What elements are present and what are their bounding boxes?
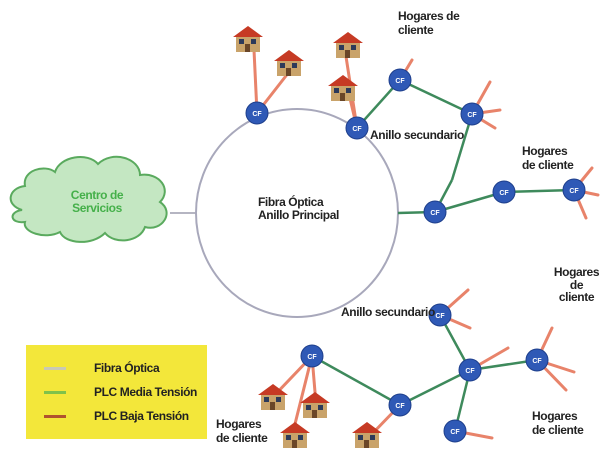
legend-label-medium-voltage: PLC Media Tensión <box>94 385 197 399</box>
main-ring-label-line1: Fibra Óptica <box>258 195 324 209</box>
main-ring-label-line2: Anillo Principal <box>258 208 339 222</box>
secondary-ring-label-bottom: Anillo secundario <box>341 305 435 319</box>
house-icon <box>328 75 358 101</box>
homes-label-bottom-right: Hogares de cliente <box>532 409 584 437</box>
house-icon <box>274 50 304 76</box>
service-center-line1: Centro de <box>70 188 124 202</box>
cf-node: CF <box>423 200 447 224</box>
svg-text:CF: CF <box>569 188 579 195</box>
cf-node: CF <box>245 101 269 125</box>
house-icon <box>300 392 330 418</box>
legend-label-low-voltage: PLC Baja Tensión <box>94 409 189 423</box>
cf-node: CF <box>492 180 516 204</box>
cf-node: CF <box>388 68 412 92</box>
house-icon <box>280 422 310 448</box>
house-icon <box>233 26 263 52</box>
homes-label-far-right-line1: Hogares <box>553 265 600 279</box>
cf-node: CF <box>460 102 484 126</box>
legend-swatch-fiber <box>44 367 66 370</box>
svg-text:CF: CF <box>532 358 542 365</box>
svg-text:CF: CF <box>395 403 405 410</box>
svg-text:CF: CF <box>430 210 440 217</box>
homes-label-top-line1: Hogares de <box>398 9 460 23</box>
house-icon <box>352 422 382 448</box>
homes-label-bottom-left-line2: de cliente <box>216 431 268 445</box>
legend-label-fiber: Fibra Óptica <box>94 361 160 375</box>
secondary-ring-label-top: Anillo secundario <box>370 128 464 142</box>
homes-label-far-right: Hogares de cliente <box>552 266 601 303</box>
legend-swatch-low-voltage <box>44 415 66 418</box>
house-icon <box>333 32 363 58</box>
cf-node: CF <box>525 348 549 372</box>
low-voltage-links <box>252 48 600 440</box>
homes-label-right-line2: de cliente <box>522 158 574 172</box>
svg-text:CF: CF <box>252 111 262 118</box>
svg-text:CF: CF <box>450 429 460 436</box>
service-center-cloud <box>9 155 168 243</box>
svg-text:CF: CF <box>307 354 317 361</box>
house-icon <box>258 384 288 410</box>
cf-node: CF <box>443 419 467 443</box>
homes-label-bottom-right-line1: Hogares <box>532 409 578 423</box>
house-icons <box>233 26 382 448</box>
legend: Fibra Óptica PLC Media Tensión PLC Baja … <box>26 345 207 439</box>
main-ring-label: Fibra Óptica Anillo Principal <box>258 196 339 221</box>
cf-node: CF <box>300 344 324 368</box>
svg-text:CF: CF <box>435 313 445 320</box>
svg-text:CF: CF <box>395 78 405 85</box>
homes-label-top: Hogares de cliente <box>398 9 460 37</box>
homes-label-far-right-line2: de cliente <box>558 278 595 304</box>
svg-text:CF: CF <box>467 112 477 119</box>
homes-label-bottom-left-line1: Hogares <box>216 417 262 431</box>
cf-node: CF <box>388 393 412 417</box>
legend-swatch-medium-voltage <box>44 391 66 394</box>
service-center-label: Centro de Servicios <box>62 189 132 215</box>
cf-node: CF <box>428 303 452 327</box>
cf-node: CF <box>458 358 482 382</box>
svg-text:CF: CF <box>352 126 362 133</box>
homes-label-right-line1: Hogares <box>522 144 568 158</box>
cf-node: CF <box>345 116 369 140</box>
homes-label-bottom-right-line2: de cliente <box>532 423 584 437</box>
svg-text:CF: CF <box>465 368 475 375</box>
svg-text:CF: CF <box>499 190 509 197</box>
homes-label-top-line2: cliente <box>398 23 434 37</box>
homes-label-right: Hogares de cliente <box>522 144 574 172</box>
service-center-line2: Servicios <box>72 201 122 215</box>
cf-node: CF <box>562 178 586 202</box>
homes-label-bottom-left: Hogares de cliente <box>216 417 268 445</box>
cf-nodes: CF CF CF CF CF CF CF CF CF CF CF CF CF <box>245 68 586 443</box>
